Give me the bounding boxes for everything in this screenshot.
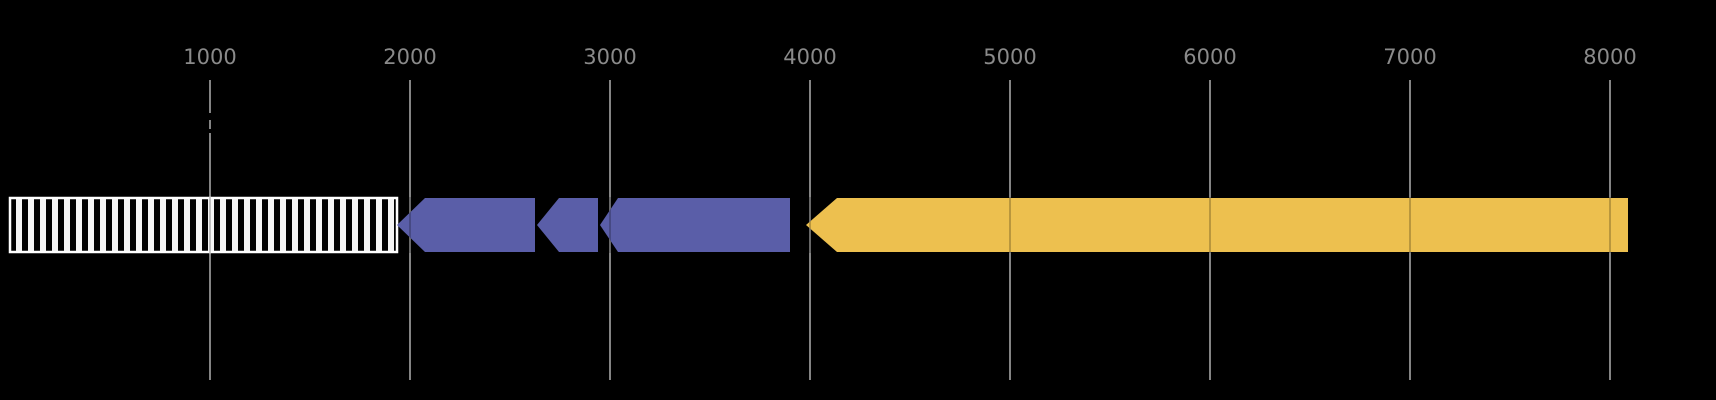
gridline-dash-gap: [208, 129, 212, 133]
axis-tick-label: 1000: [183, 45, 237, 69]
gridline: [809, 80, 811, 380]
feature-arrow-gene-1: [397, 198, 535, 252]
axis-tick-label: 5000: [983, 45, 1037, 69]
axis-tick-label: 7000: [1383, 45, 1437, 69]
axis-tick-label: 6000: [1183, 45, 1237, 69]
gridline-overlay: [609, 197, 611, 253]
feature-striped-region: [8, 196, 399, 254]
feature-arrow-gene-2: [537, 198, 598, 252]
gridline-overlay: [1209, 197, 1211, 253]
feature-arrow-gene-3: [600, 198, 790, 252]
axis-tick-label: 3000: [583, 45, 637, 69]
axis-tick-label: 2000: [383, 45, 437, 69]
feature-arrow-gene-4: [806, 198, 1628, 252]
gridline-dash-gap: [208, 113, 212, 120]
gridline-overlay: [1009, 197, 1011, 253]
gridline-overlay: [809, 197, 811, 253]
axis-tick-label: 8000: [1583, 45, 1637, 69]
gridline-overlay: [1409, 197, 1411, 253]
gridline-overlay: [409, 197, 411, 253]
gridline-overlay: [1609, 197, 1611, 253]
gridline-overlay: [209, 197, 211, 253]
axis-tick-label: 4000: [783, 45, 837, 69]
